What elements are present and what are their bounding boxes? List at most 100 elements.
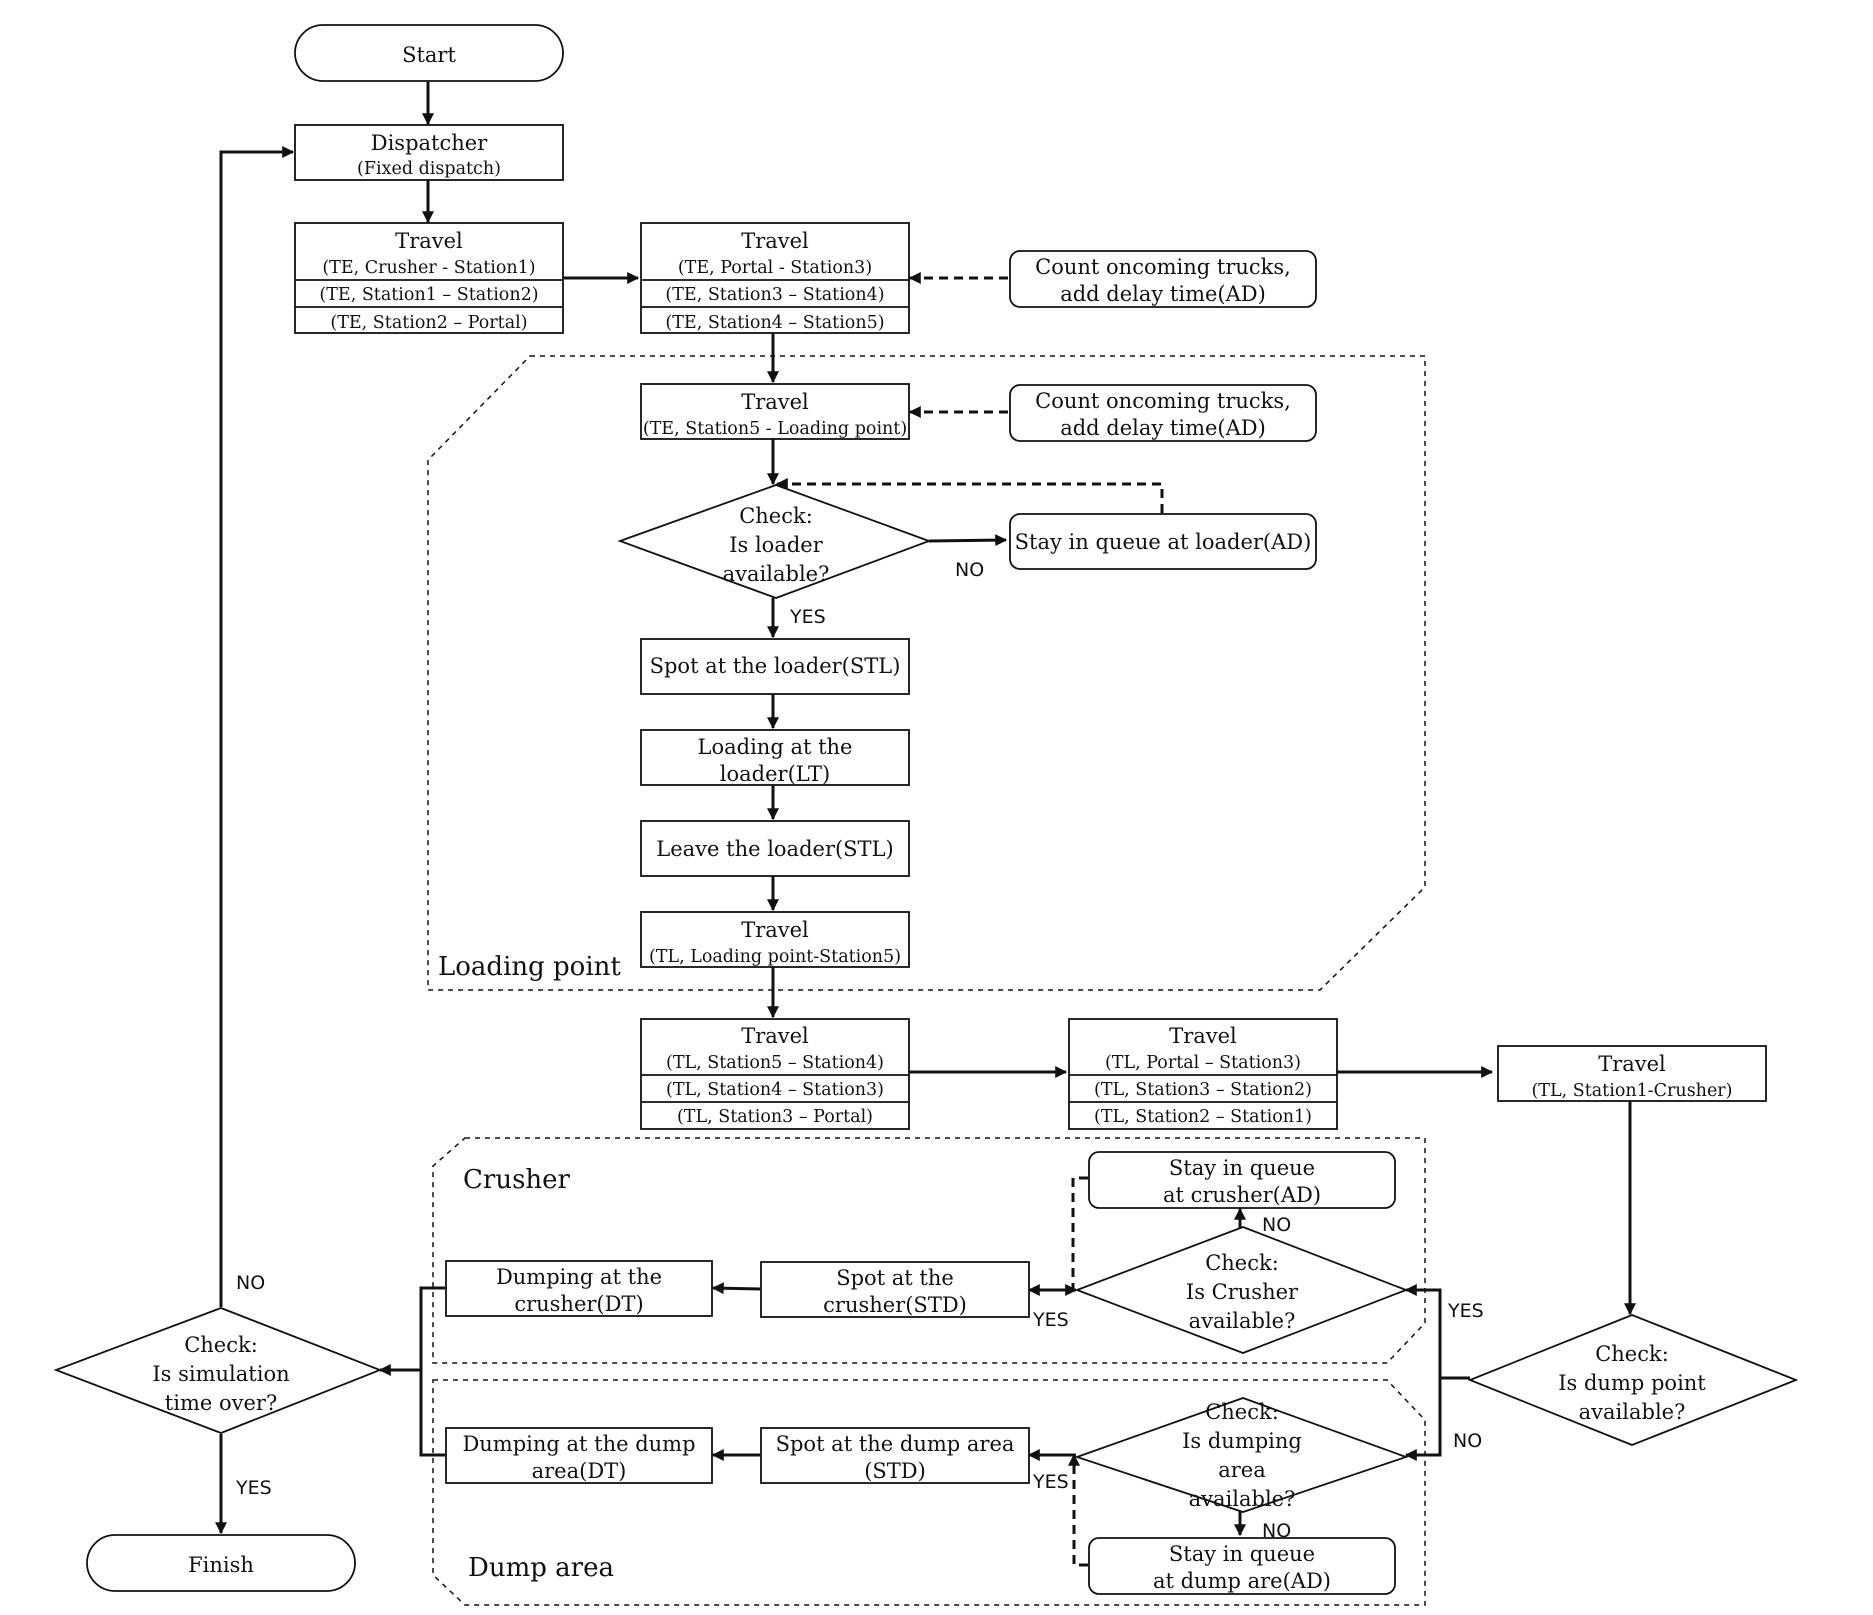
svg-text:Check:: Check: [1205, 1251, 1279, 1275]
svg-text:Travel: Travel [741, 229, 809, 253]
svg-text:Start: Start [402, 43, 456, 67]
check-simulation-diamond: Check: Is simulation time over? [53, 1307, 383, 1434]
dump-area-region [432, 1379, 1426, 1606]
travel-empty-box-2: Travel (TE, Portal - Station3) (TE, Stat… [640, 222, 910, 334]
svg-text:Stay in queue: Stay in queue [1169, 1156, 1315, 1180]
crusher-label: Crusher [463, 1165, 571, 1195]
svg-text:Dispatcher: Dispatcher [371, 131, 488, 155]
svg-text:Stay in queue: Stay in queue [1169, 1542, 1315, 1566]
svg-text:(TL, Station3 – Station2): (TL, Station3 – Station2) [1094, 1080, 1312, 1100]
spot-at-crusher-box: Spot at the crusher(STD) [760, 1261, 1030, 1318]
svg-text:(TL, Loading point-Station5): (TL, Loading point-Station5) [649, 947, 901, 967]
svg-text:Finish: Finish [188, 1553, 254, 1577]
svg-text:Check:: Check: [1205, 1400, 1279, 1424]
label-yes-crusher: YES [1032, 1309, 1069, 1331]
svg-text:at crusher(AD): at crusher(AD) [1163, 1183, 1321, 1207]
svg-text:Spot at the loader(STL): Spot at the loader(STL) [650, 654, 901, 678]
svg-text:available?: available? [1189, 1487, 1296, 1511]
svg-text:(TL, Station2 – Station1): (TL, Station2 – Station1) [1094, 1107, 1312, 1127]
svg-text:Is simulation: Is simulation [152, 1362, 289, 1386]
check-crusher-diamond: Check: Is Crusher available? [1074, 1226, 1409, 1354]
travel-from-loader-box: Travel (TL, Loading point-Station5) [640, 911, 910, 968]
svg-text:available?: available? [1579, 1400, 1686, 1424]
queue-at-crusher-box: Stay in queue at crusher(AD) [1088, 1151, 1396, 1209]
label-no-dump-point: NO [1453, 1430, 1482, 1452]
svg-text:add delay time(AD): add delay time(AD) [1060, 282, 1266, 306]
svg-text:loader(LT): loader(LT) [720, 762, 830, 786]
start-terminal: Start [294, 24, 564, 82]
svg-text:Leave the loader(STL): Leave the loader(STL) [656, 837, 893, 861]
svg-text:(TE, Station2 – Portal): (TE, Station2 – Portal) [330, 313, 527, 333]
spot-at-dump-area-box: Spot at the dump area (STD) [760, 1427, 1030, 1484]
svg-text:area: area [1218, 1458, 1266, 1482]
svg-text:crusher(DT): crusher(DT) [514, 1292, 643, 1316]
svg-text:Travel: Travel [741, 390, 809, 414]
svg-text:(TL, Portal – Station3): (TL, Portal – Station3) [1105, 1053, 1301, 1073]
leave-loader-box: Leave the loader(STL) [640, 820, 910, 877]
svg-text:Spot at the: Spot at the [836, 1266, 954, 1290]
travel-to-loader-box: Travel (TE, Station5 - Loading point) [640, 383, 910, 440]
svg-text:(TL, Station4 – Station3): (TL, Station4 – Station3) [666, 1080, 884, 1100]
travel-loaded-box-2: Travel (TL, Portal – Station3) (TL, Stat… [1068, 1018, 1338, 1130]
svg-text:Travel: Travel [1598, 1052, 1666, 1076]
label-no-crusher: NO [1262, 1214, 1291, 1236]
svg-text:(TL, Station5 – Station4): (TL, Station5 – Station4) [666, 1053, 884, 1073]
svg-text:Check:: Check: [1595, 1342, 1669, 1366]
check-loader-diamond: Check: Is loader available? [617, 484, 932, 599]
check-dump-area-diamond: Check: Is dumping area available? [1074, 1397, 1409, 1513]
finish-terminal: Finish [86, 1534, 356, 1592]
loading-point-region [427, 355, 1426, 991]
svg-text:Is Crusher: Is Crusher [1186, 1280, 1299, 1304]
svg-text:Is dumping: Is dumping [1182, 1429, 1302, 1453]
svg-text:(TE, Station4 – Station5): (TE, Station4 – Station5) [665, 313, 884, 333]
svg-text:(TL, Station3 – Portal): (TL, Station3 – Portal) [677, 1107, 873, 1127]
svg-text:(TE, Station5 - Loading point): (TE, Station5 - Loading point) [643, 419, 907, 439]
label-no-dump-area: NO [1262, 1520, 1291, 1542]
dispatcher-box: Dispatcher (Fixed dispatch) [294, 124, 564, 181]
svg-text:Stay in queue at loader(AD): Stay in queue at loader(AD) [1015, 530, 1312, 554]
queue-at-dump-area-box: Stay in queue at dump are(AD) [1088, 1537, 1396, 1595]
svg-text:Travel: Travel [1169, 1024, 1237, 1048]
travel-empty-box-1: Travel (TE, Crusher - Station1) (TE, Sta… [294, 222, 564, 334]
svg-text:area(DT): area(DT) [532, 1459, 627, 1483]
label-yes-simulation: YES [235, 1477, 272, 1499]
check-dump-point-diamond: Check: Is dump point available? [1467, 1314, 1799, 1446]
svg-text:available?: available? [1189, 1309, 1296, 1333]
svg-text:Travel: Travel [741, 1024, 809, 1048]
svg-text:Dumping at the dump: Dumping at the dump [462, 1432, 695, 1456]
dumping-at-crusher-box: Dumping at the crusher(DT) [445, 1260, 713, 1317]
loading-box: Loading at the loader(LT) [640, 729, 910, 786]
svg-text:available?: available? [723, 562, 830, 586]
svg-text:crusher(STD): crusher(STD) [823, 1293, 967, 1317]
svg-text:Count oncoming trucks,: Count oncoming trucks, [1035, 255, 1291, 279]
spot-at-loader-box: Spot at the loader(STL) [640, 638, 910, 695]
travel-loaded-box-3: Travel (TL, Station1-Crusher) [1497, 1045, 1767, 1102]
label-yes-loader: YES [789, 606, 826, 628]
crusher-region [432, 1137, 1426, 1364]
svg-text:Travel: Travel [395, 229, 463, 253]
label-yes-dump-area: YES [1032, 1471, 1069, 1493]
svg-text:Check:: Check: [739, 504, 813, 528]
loading-point-label: Loading point [438, 952, 621, 982]
label-yes-dump-point: YES [1447, 1300, 1484, 1322]
svg-text:(STD): (STD) [864, 1459, 926, 1483]
travel-loaded-box-1: Travel (TL, Station5 – Station4) (TL, St… [640, 1018, 910, 1130]
svg-text:(TE, Station3 – Station4): (TE, Station3 – Station4) [665, 285, 884, 305]
svg-text:Travel: Travel [741, 918, 809, 942]
svg-text:(TE, Portal - Station3): (TE, Portal - Station3) [678, 258, 872, 278]
svg-text:add delay time(AD): add delay time(AD) [1060, 416, 1266, 440]
label-no-simulation: NO [236, 1272, 265, 1294]
svg-text:Count oncoming trucks,: Count oncoming trucks, [1035, 389, 1291, 413]
connectors [215, 82, 1636, 1567]
svg-text:time over?: time over? [165, 1391, 277, 1415]
svg-text:Check:: Check: [184, 1333, 258, 1357]
svg-text:at dump are(AD): at dump are(AD) [1153, 1569, 1331, 1593]
svg-text:Dumping at the: Dumping at the [496, 1265, 662, 1289]
svg-text:Is dump point: Is dump point [1558, 1371, 1706, 1395]
svg-text:(Fixed dispatch): (Fixed dispatch) [357, 159, 501, 179]
svg-text:(TE, Station1 – Station2): (TE, Station1 – Station2) [319, 285, 538, 305]
count-trucks-box-2: Count oncoming trucks, add delay time(AD… [1009, 384, 1317, 442]
queue-at-loader-box: Stay in queue at loader(AD) [1009, 513, 1317, 570]
count-trucks-box-1: Count oncoming trucks, add delay time(AD… [1009, 250, 1317, 308]
